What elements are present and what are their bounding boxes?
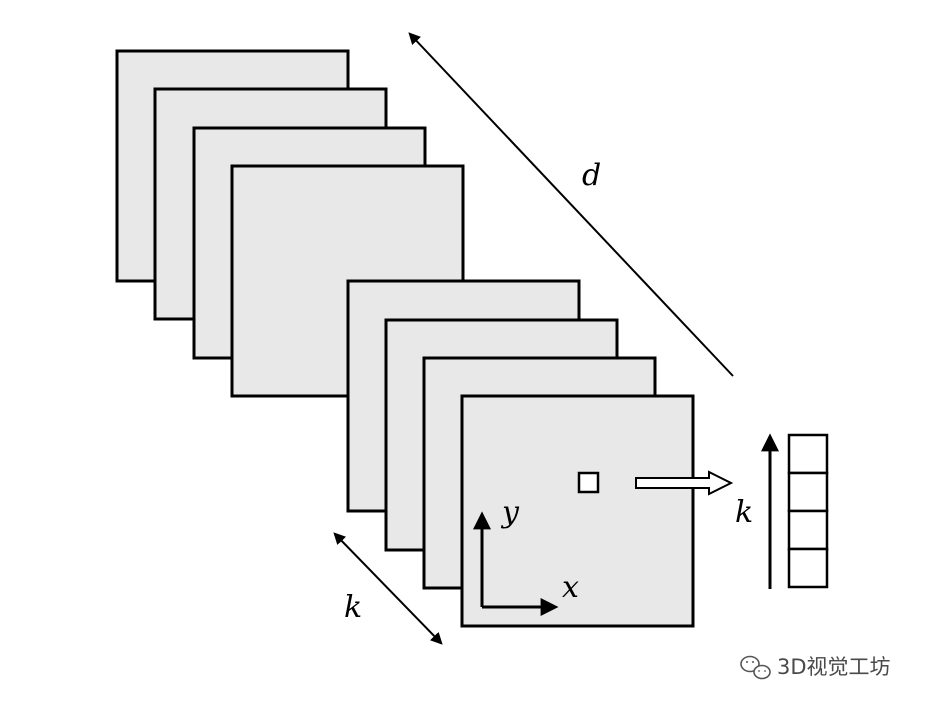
k-dimension-arrow — [333, 532, 443, 645]
vector-cell-4 — [787, 547, 829, 589]
vector-cell-1 — [787, 433, 829, 475]
slice-8 — [460, 394, 695, 628]
hollow-arrow-icon — [635, 470, 734, 496]
wechat-icon — [740, 655, 771, 680]
vector-cell-3 — [787, 509, 829, 551]
pixel-square — [577, 471, 600, 494]
watermark: 3D视觉工坊 — [740, 655, 891, 680]
label-k-right: k — [735, 495, 753, 530]
back-stack — [115, 49, 465, 398]
front-stack — [346, 279, 695, 628]
output-vector — [787, 433, 829, 589]
watermark-text: 3D视觉工坊 — [777, 655, 891, 679]
d-dimension-arrow — [408, 32, 734, 377]
label-y: y — [500, 495, 520, 530]
label-x: x — [562, 570, 579, 605]
label-k-left: k — [344, 590, 362, 625]
label-d: d — [582, 158, 601, 193]
vector-cell-2 — [787, 471, 829, 513]
